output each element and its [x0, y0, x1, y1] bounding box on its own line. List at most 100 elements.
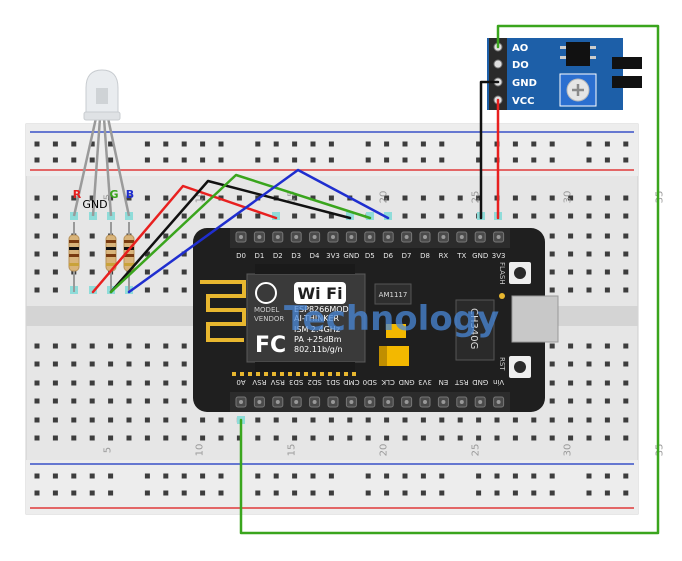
- breadboard-hole: [126, 398, 132, 404]
- breadboard-hole: [71, 380, 77, 386]
- rst-button-label: RST: [498, 357, 506, 371]
- rail-hole: [200, 473, 206, 479]
- top-pin-label: D3: [291, 252, 301, 260]
- breadboard-hole: [439, 195, 445, 201]
- column-number-top: 35: [655, 191, 666, 204]
- top-pin-label: D7: [402, 252, 412, 260]
- bottom-pin-label: RSV: [271, 378, 285, 386]
- rail-hole: [273, 473, 279, 479]
- breadboard-hole: [420, 195, 426, 201]
- header-pin-hole: [404, 235, 409, 239]
- breadboard-hole: [568, 287, 574, 293]
- breadboard-hole: [604, 269, 610, 275]
- column-number-top: 5: [103, 194, 114, 200]
- breadboard-hole: [163, 269, 169, 275]
- breadboard-hole: [144, 269, 150, 275]
- breadboard-hole: [512, 435, 518, 441]
- rail-hole: [71, 490, 77, 496]
- top-pin-label: D4: [310, 252, 320, 260]
- breadboard-hole: [402, 213, 408, 219]
- rail-hole: [439, 490, 445, 496]
- rail-hole: [402, 157, 408, 163]
- led-label-r: R: [73, 188, 82, 201]
- header-pin-hole: [312, 400, 317, 404]
- breadboard-hole: [144, 287, 150, 293]
- rail-hole: [163, 141, 169, 147]
- rail-hole: [52, 141, 58, 147]
- module-model-label: MODEL: [254, 306, 279, 314]
- top-pin-label: D0: [236, 252, 246, 260]
- breadboard-hole: [568, 417, 574, 423]
- top-pin-label: D6: [383, 252, 393, 260]
- sensor-pin-do: [493, 59, 503, 69]
- breadboard-hole: [89, 361, 95, 367]
- breadboard-hole: [52, 287, 58, 293]
- rail-hole: [181, 157, 187, 163]
- breadboard-hole: [310, 417, 316, 423]
- comparator-chip: [566, 42, 590, 66]
- column-number-top: 15: [287, 191, 298, 204]
- rail-hole: [494, 473, 500, 479]
- header-pin-hole: [423, 400, 427, 404]
- breadboard-hole: [52, 233, 58, 239]
- breadboard-hole: [71, 361, 77, 367]
- rail-hole: [34, 157, 40, 163]
- breadboard-hole: [586, 251, 592, 257]
- breadboard-hole: [181, 361, 187, 367]
- column-number-top: 20: [379, 191, 390, 204]
- rail-hole: [549, 141, 555, 147]
- column-number-bottom: 10: [195, 444, 206, 457]
- breadboard-hole: [384, 435, 390, 441]
- bottom-pin-label: SD3: [289, 378, 303, 386]
- rail-hole: [549, 473, 555, 479]
- bottom-pin-label: SD1: [326, 378, 340, 386]
- breadboard-hole: [218, 213, 224, 219]
- breadboard-hole: [439, 435, 445, 441]
- breadboard-hole: [494, 417, 500, 423]
- rail-hole: [255, 141, 261, 147]
- rail-hole: [292, 473, 298, 479]
- sensor-pin-header: [489, 38, 507, 110]
- breadboard-hole: [89, 343, 95, 349]
- rail-hole: [108, 157, 114, 163]
- rgb-led: R GND G B: [73, 69, 134, 217]
- wire-ao-to-a0: [239, 24, 660, 535]
- wire-sensor-gnd: [479, 80, 500, 220]
- connected-hole: [384, 212, 392, 220]
- breadboard-hole: [457, 435, 463, 441]
- breadboard-hole: [568, 251, 574, 257]
- rail-hole: [218, 490, 224, 496]
- rail-hole: [384, 157, 390, 163]
- top-pin-label: 3V3: [492, 252, 506, 260]
- breadboard-hole: [586, 269, 592, 275]
- rail-hole: [365, 473, 371, 479]
- breadboard-hole: [549, 380, 555, 386]
- bottom-pin-label: RST: [454, 378, 468, 386]
- breadboard-hole: [568, 213, 574, 219]
- sensor-label-ao: AO: [512, 43, 528, 54]
- led-leg-b: [106, 117, 131, 217]
- rail-hole: [89, 473, 95, 479]
- breadboard-hole: [273, 435, 279, 441]
- esp-module-pads-top: [255, 264, 355, 274]
- bottom-pin-label: GND: [399, 378, 415, 386]
- breadboard-hole: [255, 213, 261, 219]
- breadboard-hole: [604, 287, 610, 293]
- breadboard-hole: [604, 361, 610, 367]
- breadboard-hole: [236, 195, 242, 201]
- rail-hole: [71, 157, 77, 163]
- breadboard-hole: [623, 380, 629, 386]
- rail-hole: [163, 473, 169, 479]
- led-label-g: G: [109, 188, 118, 201]
- breadboard-hole: [549, 398, 555, 404]
- breadboard-hole: [163, 213, 169, 219]
- breadboard-hole: [181, 435, 187, 441]
- breadboard-hole: [108, 435, 114, 441]
- breadboard-hole: [623, 343, 629, 349]
- module-edge-pad: [296, 372, 300, 376]
- rail-hole: [531, 157, 537, 163]
- rail-hole: [623, 490, 629, 496]
- module-edge-pad: [288, 372, 292, 376]
